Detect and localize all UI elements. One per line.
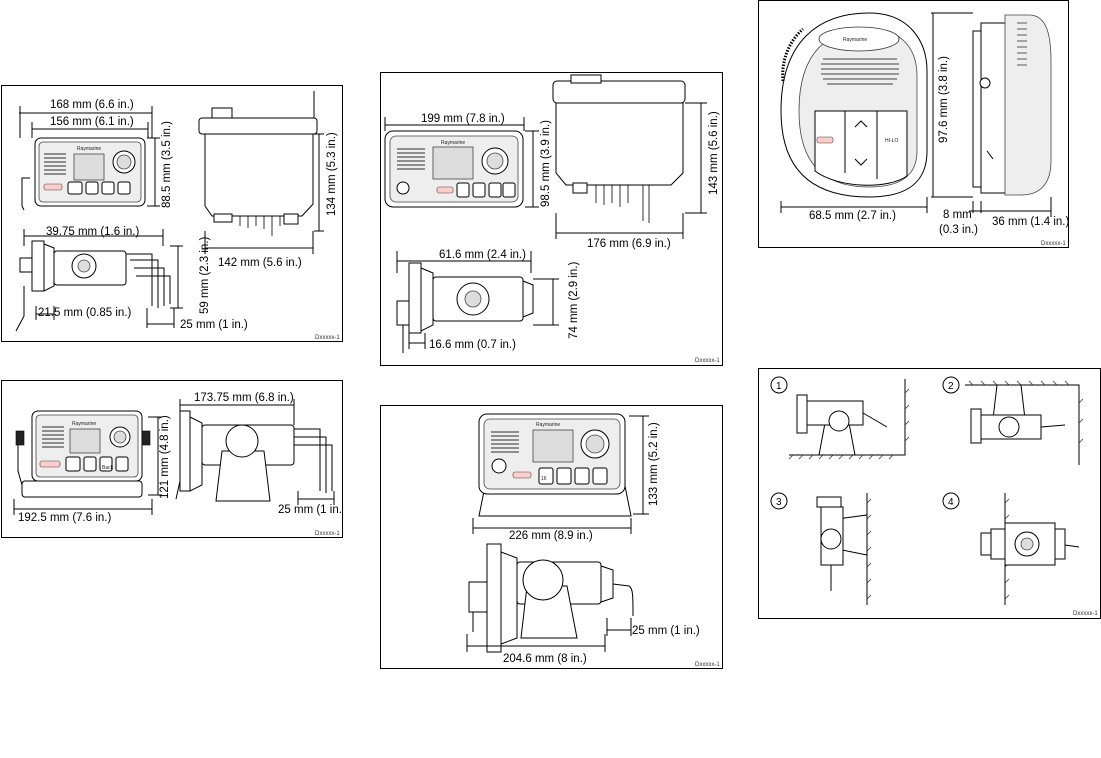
dim-8: 8 mm <box>943 209 972 221</box>
dim-98-5: 98.5 mm (3.9 in.) <box>540 120 552 207</box>
dim-88-5: 88.5 mm (3.5 in.) <box>161 121 173 208</box>
step-number-1: 1 <box>776 381 782 392</box>
radio-front-view-on-bracket: Raymarine Back <box>15 410 151 498</box>
radio-front-view: Raymarine <box>21 137 146 211</box>
dim-59: 59 mm (2.3 in.) <box>199 237 211 314</box>
dim-204-6: 204.6 mm (8 in.) <box>503 653 587 665</box>
handset-side-view <box>972 14 1052 196</box>
dim-25: 25 mm (1 in.) <box>278 504 343 516</box>
brand-logo: Raymarine <box>441 140 465 146</box>
dim-21-5: 21.5 mm (0.85 in.) <box>38 307 131 319</box>
drawing-code: Dxxxxx-1 <box>315 335 340 341</box>
step-number-4: 4 <box>948 497 954 508</box>
orientation-2: 2 <box>942 376 1084 465</box>
dim-143: 143 mm (5.6 in.) <box>708 111 720 195</box>
orientation-4: 4 <box>942 492 1080 605</box>
drawing-code: Dxxxxx-1 <box>1041 241 1066 247</box>
dim-133: 133 mm (5.2 in.) <box>648 422 660 506</box>
radio-blackbox-side-view <box>198 91 318 236</box>
hi-lo-button-label: HI-LO <box>885 138 898 144</box>
panel-mounting-orientations: 1 2 3 <box>758 368 1101 619</box>
dim-68-5: 68.5 mm (2.7 in.) <box>809 210 896 222</box>
radio-blackbox-side-view <box>552 74 686 223</box>
dim-226: 226 mm (8.9 in.) <box>509 530 593 542</box>
orientation-1: 1 <box>770 376 910 460</box>
radio-trunnion-side-view <box>15 240 171 332</box>
step-number-3: 3 <box>776 497 782 508</box>
dim-8-inch: (0.3 in.) <box>939 224 978 236</box>
key-16-label: 16 <box>541 476 547 482</box>
brand-logo: Raymarine <box>72 421 96 427</box>
drawing-code: Dxxxxx-1 <box>695 662 720 668</box>
radio-trunnion-side-view <box>468 543 634 653</box>
drawing-code: Dxxxxx-1 <box>1073 611 1098 617</box>
orientation-3: 3 <box>770 492 872 605</box>
radio-trunnion-side-view <box>175 410 333 502</box>
panel-trunnion-mount-dimensions-large: Raymarine 16 133 mm (5.2 in.) 226 mm (8.… <box>380 405 723 669</box>
dim-176: 176 mm (6.9 in.) <box>587 238 671 250</box>
dim-199: 199 mm (7.8 in.) <box>421 113 505 125</box>
panel-handset-dimensions: Raymarine HI-LO 97.6 mm (3.8 in.) 68.5 m… <box>758 0 1069 248</box>
dim-16-6: 16.6 mm (0.7 in.) <box>429 339 516 351</box>
back-key-label: Back <box>102 465 114 471</box>
dim-121: 121 mm (4.8 in.) <box>159 415 171 499</box>
dim-142: 142 mm (5.6 in.) <box>218 257 302 269</box>
radio-front-view-on-bracket: Raymarine 16 <box>478 413 632 517</box>
dim-192-5: 192.5 mm (7.6 in.) <box>18 512 111 524</box>
drawing-code: Dxxxxx-1 <box>695 358 720 364</box>
dim-25: 25 mm (1 in.) <box>180 319 248 331</box>
dim-97-6: 97.6 mm (3.8 in.) <box>938 56 950 143</box>
panel-fixed-mount-dimensions-small: Raymarine 168 mm (6.6 in.) 156 mm (6.1 i… <box>1 85 343 342</box>
dim-173-75: 173.75 mm (6.8 in.) <box>194 392 294 404</box>
brand-logo: Raymarine <box>843 37 867 43</box>
dim-36: 36 mm (1.4 in.) <box>992 216 1069 228</box>
handset-front-view: Raymarine HI-LO <box>780 12 928 198</box>
dim-168: 168 mm (6.6 in.) <box>50 99 134 111</box>
radio-front-view: Raymarine <box>384 130 524 208</box>
step-number-2: 2 <box>948 381 954 392</box>
brand-logo: Raymarine <box>536 422 560 428</box>
dim-61-6: 61.6 mm (2.4 in.) <box>439 249 526 261</box>
dim-134: 134 mm (5.3 in.) <box>326 132 338 216</box>
dim-156: 156 mm (6.1 in.) <box>50 116 134 128</box>
dim-39-75: 39.75 mm (1.6 in.) <box>46 226 139 238</box>
panel-fixed-mount-dimensions-large: Raymarine 199 mm (7.8 in.) 98.5 mm (3.9 … <box>380 72 723 366</box>
brand-logo: Raymarine <box>77 146 101 152</box>
radio-trunnion-side-view <box>396 262 534 353</box>
dim-25: 25 mm (1 in.) <box>632 625 700 637</box>
drawing-code: Dxxxxx-1 <box>315 531 340 537</box>
dim-74: 74 mm (2.9 in.) <box>568 262 580 339</box>
panel-trunnion-mount-dimensions-small: Raymarine Back 121 mm (4.8 in.) 192.5 mm… <box>1 380 343 538</box>
